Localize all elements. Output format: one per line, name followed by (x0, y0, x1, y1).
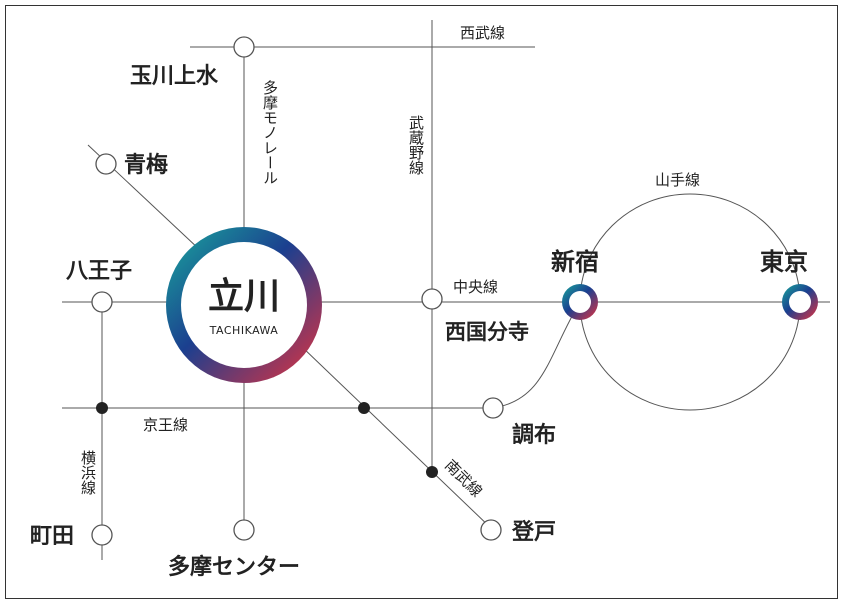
hub-center (181, 242, 307, 368)
label-musashino-line: 武蔵野線 (407, 115, 425, 175)
keio-to-shinjuku-line (492, 301, 581, 409)
station-noborito[interactable] (480, 519, 502, 541)
station-machida[interactable] (91, 524, 113, 546)
station-chofu[interactable] (482, 397, 504, 419)
station-ome[interactable] (95, 153, 117, 175)
station-hachioji[interactable] (91, 291, 113, 313)
station-tokyo-inner (789, 291, 811, 313)
junction-fuchuhommachi (426, 466, 438, 478)
label-tokyo: 東京 (760, 248, 808, 276)
label-noborito: 登戸 (511, 520, 556, 545)
label-tama-center: 多摩センター (168, 554, 300, 580)
label-shinjuku: 新宿 (551, 248, 599, 276)
junction-bubaigawara (358, 402, 370, 414)
label-ome: 青梅 (124, 152, 168, 178)
label-tamagawajosui: 玉川上水 (130, 64, 219, 89)
junction-hashimoto (96, 402, 108, 414)
label-yamanote-line: 山手線 (655, 171, 700, 189)
station-tamagawajosui[interactable] (233, 36, 255, 58)
junctions (96, 402, 438, 478)
label-machida: 町田 (30, 524, 74, 549)
label-yokohama-line: 横浜線 (79, 450, 97, 495)
hub-romaji: TACHIKAWA (209, 324, 279, 337)
hub-tachikawa[interactable]: 立川 TACHIKAWA (166, 227, 322, 383)
stations (91, 36, 504, 546)
label-chofu: 調布 (512, 422, 556, 448)
hub-name: 立川 (208, 276, 280, 317)
label-tama-monorail: 多摩モノレール (261, 80, 279, 185)
label-seibu-line: 西武線 (460, 24, 505, 42)
label-nishikokubunji: 西国分寺 (445, 320, 529, 344)
major-stations (562, 284, 818, 320)
label-chuo-line: 中央線 (453, 278, 498, 296)
label-nambu-line: 南武線 (441, 456, 486, 501)
station-nishikokubunji[interactable] (421, 288, 443, 310)
station-tama-center[interactable] (233, 519, 255, 541)
station-shinjuku-inner (569, 291, 591, 313)
nambu-line (299, 344, 494, 531)
label-keio-line: 京王線 (143, 416, 188, 434)
map-frame (5, 5, 838, 599)
label-hachioji: 八王子 (66, 259, 132, 284)
